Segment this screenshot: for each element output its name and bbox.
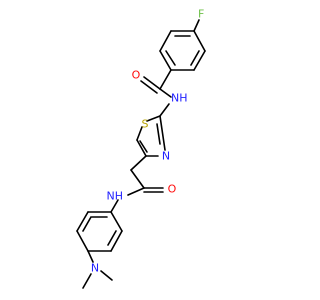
bond [159,30,172,52]
bond [146,115,161,122]
bond [110,211,123,232]
dimethylamino-nitrogen-label: N [91,262,99,275]
bond [136,139,147,157]
bond [100,270,113,281]
bond [159,115,166,151]
bond [76,211,89,232]
fluorine-label: F [198,8,204,21]
bond [143,76,161,90]
bond [136,126,143,141]
oxygen-label-top: O [132,69,141,82]
bond [193,30,206,52]
bond [156,123,161,145]
bond [165,50,176,66]
bond [130,155,147,171]
bond [107,230,117,246]
fluorophenyl-ring [159,30,206,71]
bond [82,216,92,232]
aminophenyl-ring [76,211,123,252]
thiazole-nitrogen-label: N [162,150,170,163]
bond [110,230,123,252]
bond [193,19,200,32]
bond [127,187,145,196]
amide-nh-label-top: NH [171,92,188,105]
sulfur-label: S [142,118,149,131]
bond [190,50,200,66]
bond [140,80,158,94]
bond [87,250,94,263]
oxygen-label-bottom: O [168,183,177,196]
bond [159,103,170,117]
bond [193,50,206,71]
bond [159,50,172,71]
thiazole-ring [136,115,166,157]
bond [139,140,148,153]
molecule-structure: F O NH S N O NH N [76,8,206,289]
bond [159,69,172,90]
bond [159,88,172,98]
bond [110,199,119,213]
bond [76,230,89,252]
bond [82,273,92,289]
amide-nh-label-bottom: NH [107,190,124,203]
bond [130,169,145,189]
